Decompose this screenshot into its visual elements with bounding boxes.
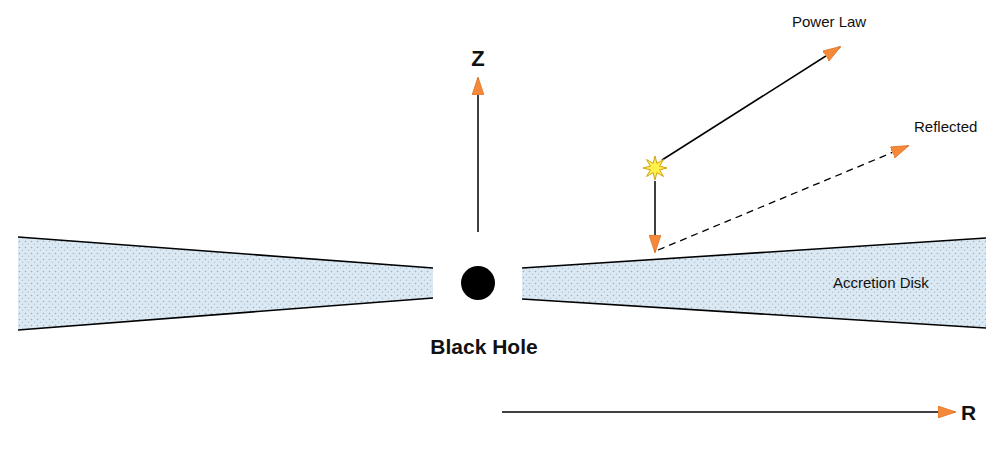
z-axis-arrow [477,78,479,232]
disk-left [18,237,433,330]
disk-label: Accretion Disk [833,274,929,292]
disk-edge [18,298,433,330]
object-label: Black Hole [430,334,537,359]
axis-label: R [961,400,976,425]
power-law-ray [662,47,840,160]
black-hole [461,266,495,300]
ray-label: Reflected [914,118,977,136]
disk-right [522,238,986,328]
disk-edge [522,299,986,328]
reflected-ray [658,146,908,250]
disk-edge [18,237,433,268]
incident-ray [654,181,656,252]
axis-label: Z [471,46,484,72]
ray-label: Power Law [792,13,866,31]
source-star [643,156,667,180]
disk-edge [522,238,986,268]
r-axis-arrow [502,411,955,413]
